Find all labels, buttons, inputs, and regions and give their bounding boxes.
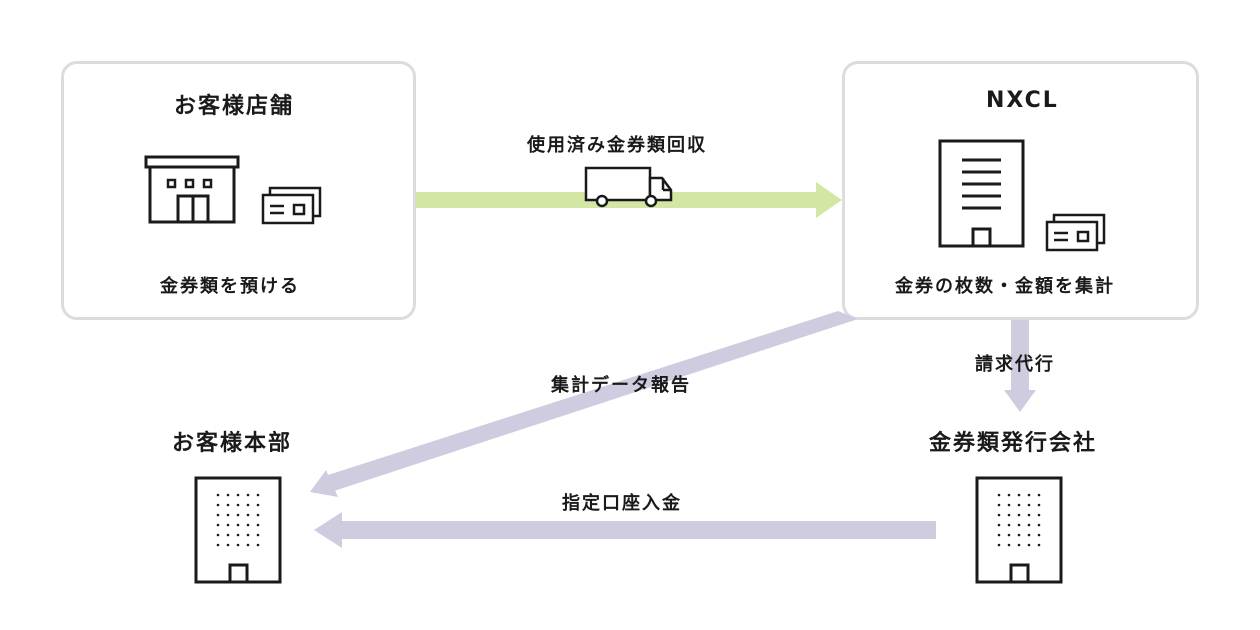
voucher-icon [261,186,322,225]
hq-title: お客様本部 [172,431,293,456]
issuer-title: 金券類発行会社 [929,431,1098,456]
billing-arrow [1004,320,1036,412]
nxcl-box [842,61,1199,320]
store-caption: 金券類を預ける [160,276,300,297]
collection-label: 使用済み金券類回収 [527,135,707,156]
billing-label: 請求代行 [975,354,1055,375]
report-label: 集計データ報告 [551,375,691,396]
store-title: お客様店舗 [174,94,295,119]
hq-building-icon [194,476,282,584]
report-arrow [310,311,858,497]
truck-icon [584,166,673,208]
store-box [61,61,416,320]
shop-icon [144,155,240,224]
voucher-icon [1045,213,1106,252]
deposit-arrow [314,512,936,548]
issuer-building-icon [975,476,1063,584]
nxcl-caption: 金券の枚数・金額を集計 [895,276,1115,297]
office-building-icon [938,139,1025,248]
nxcl-title: NXCL [986,88,1059,113]
deposit-label: 指定口座入金 [562,493,682,514]
